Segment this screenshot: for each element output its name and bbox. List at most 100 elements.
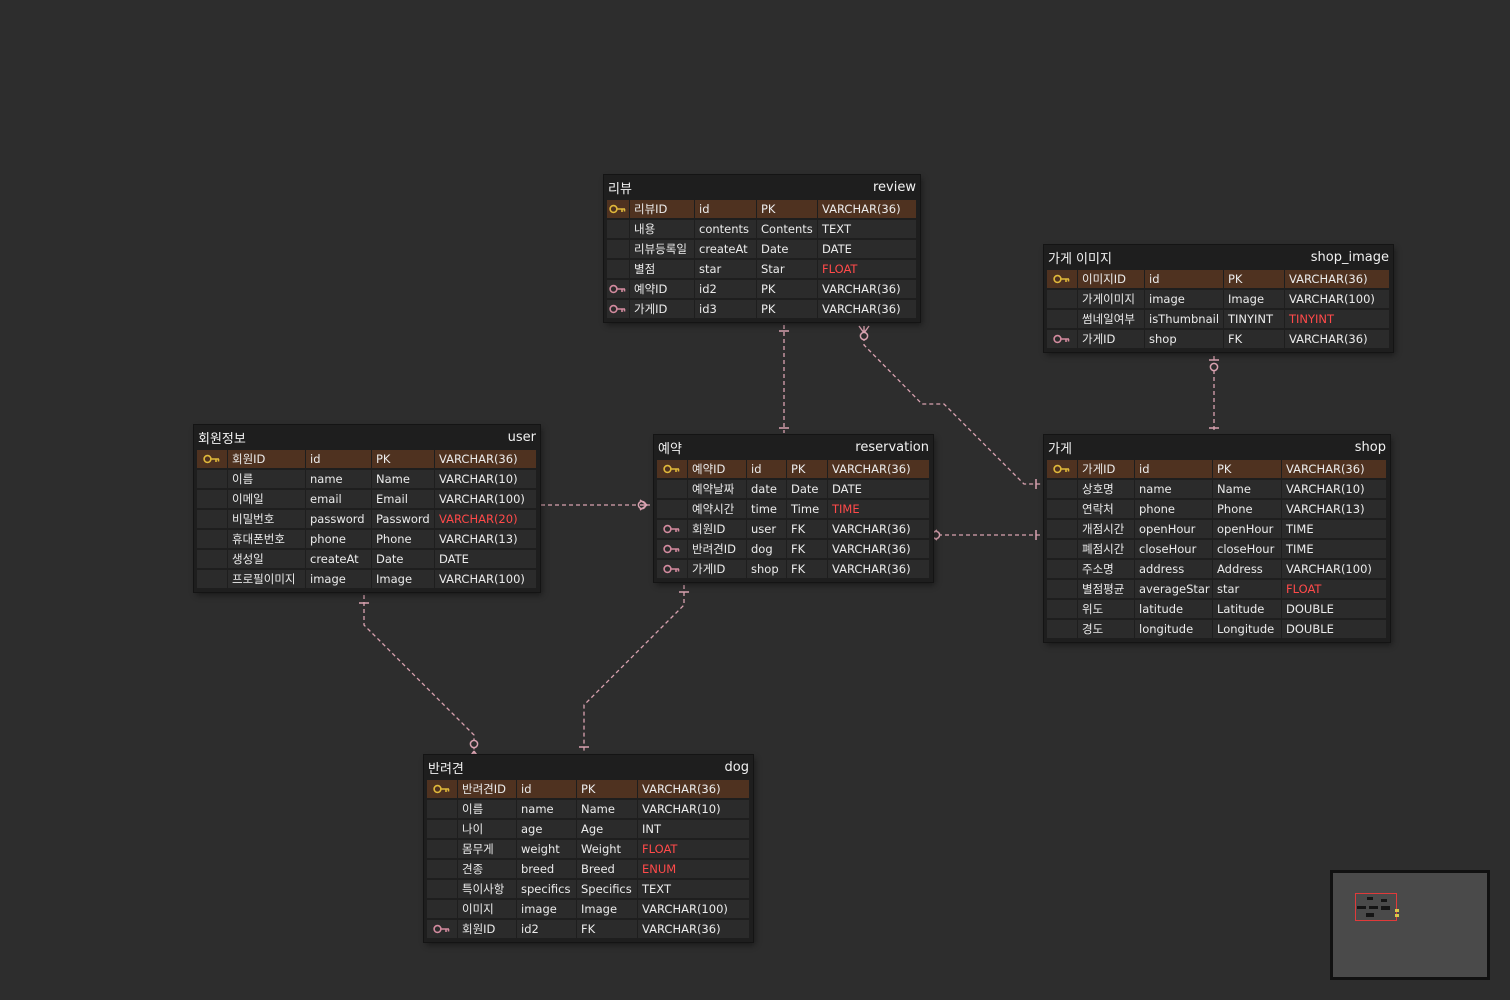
column-domain[interactable]: Image [1224, 290, 1284, 308]
column-data-type[interactable]: FLOAT [1282, 580, 1386, 598]
column-physical-name[interactable]: time [747, 500, 786, 518]
column-physical-name[interactable]: name [306, 470, 371, 488]
column-domain[interactable]: openHour [1213, 520, 1281, 538]
column-domain[interactable]: Date [757, 240, 817, 258]
column-physical-name[interactable]: id [747, 460, 786, 478]
column-domain[interactable]: Image [577, 900, 637, 918]
column-logical-name[interactable]: 반려견ID [688, 540, 746, 558]
column-physical-name[interactable]: image [1145, 290, 1223, 308]
column-domain[interactable]: FK [787, 560, 827, 578]
column-physical-name[interactable]: id [306, 450, 371, 468]
column-physical-name[interactable]: id [1135, 460, 1212, 478]
column-physical-name[interactable]: specifics [517, 880, 576, 898]
column-domain[interactable]: PK [372, 450, 434, 468]
column-domain[interactable]: Name [372, 470, 434, 488]
column-physical-name[interactable]: age [517, 820, 576, 838]
column-domain[interactable]: FK [787, 520, 827, 538]
column-data-type[interactable]: INT [638, 820, 749, 838]
column-physical-name[interactable]: date [747, 480, 786, 498]
column-logical-name[interactable]: 예약ID [630, 280, 694, 298]
column-physical-name[interactable]: id2 [695, 280, 756, 298]
column-data-type[interactable]: FLOAT [818, 260, 916, 278]
column-data-type[interactable]: VARCHAR(10) [435, 470, 536, 488]
column-data-type[interactable]: VARCHAR(13) [1282, 500, 1386, 518]
column-logical-name[interactable]: 예약ID [688, 460, 746, 478]
column-logical-name[interactable]: 이미지 [458, 900, 516, 918]
column-domain[interactable]: TINYINT [1224, 310, 1284, 328]
column-domain[interactable]: Name [577, 800, 637, 818]
column-physical-name[interactable]: shop [1145, 330, 1223, 348]
column-data-type[interactable]: VARCHAR(20) [435, 510, 536, 528]
column-domain[interactable]: PK [577, 780, 637, 798]
column-physical-name[interactable]: openHour [1135, 520, 1212, 538]
column-data-type[interactable]: FLOAT [638, 840, 749, 858]
column-logical-name[interactable]: 가게ID [630, 300, 694, 318]
column-physical-name[interactable]: id2 [517, 920, 576, 938]
column-data-type[interactable]: VARCHAR(36) [818, 300, 916, 318]
column-domain[interactable]: Name [1213, 480, 1281, 498]
column-logical-name[interactable]: 생성일 [228, 550, 305, 568]
column-data-type[interactable]: VARCHAR(36) [828, 540, 929, 558]
column-logical-name[interactable]: 견종 [458, 860, 516, 878]
column-data-type[interactable]: VARCHAR(10) [1282, 480, 1386, 498]
column-logical-name[interactable]: 가게ID [688, 560, 746, 578]
column-domain[interactable]: PK [757, 200, 817, 218]
column-logical-name[interactable]: 폐점시간 [1078, 540, 1134, 558]
column-physical-name[interactable]: longitude [1135, 620, 1212, 638]
column-domain[interactable]: Latitude [1213, 600, 1281, 618]
column-physical-name[interactable]: id3 [695, 300, 756, 318]
column-data-type[interactable]: VARCHAR(36) [1285, 270, 1389, 288]
column-domain[interactable]: Specifics [577, 880, 637, 898]
column-physical-name[interactable]: image [517, 900, 576, 918]
column-logical-name[interactable]: 가게ID [1078, 330, 1144, 348]
column-logical-name[interactable]: 이미지ID [1078, 270, 1144, 288]
column-logical-name[interactable]: 이메일 [228, 490, 305, 508]
column-domain[interactable]: FK [577, 920, 637, 938]
column-logical-name[interactable]: 썸네일여부 [1078, 310, 1144, 328]
column-logical-name[interactable]: 이름 [458, 800, 516, 818]
column-domain[interactable]: PK [1224, 270, 1284, 288]
column-logical-name[interactable]: 별점 [630, 260, 694, 278]
column-data-type[interactable]: DOUBLE [1282, 600, 1386, 618]
column-logical-name[interactable]: 이름 [228, 470, 305, 488]
column-logical-name[interactable]: 반려견ID [458, 780, 516, 798]
column-data-type[interactable]: VARCHAR(10) [638, 800, 749, 818]
column-data-type[interactable]: DATE [435, 550, 536, 568]
column-logical-name[interactable]: 회원ID [228, 450, 305, 468]
column-physical-name[interactable]: user [747, 520, 786, 538]
column-physical-name[interactable]: image [306, 570, 371, 588]
column-data-type[interactable]: VARCHAR(36) [435, 450, 536, 468]
column-physical-name[interactable]: createAt [695, 240, 756, 258]
column-physical-name[interactable]: star [695, 260, 756, 278]
column-physical-name[interactable]: address [1135, 560, 1212, 578]
column-physical-name[interactable]: shop [747, 560, 786, 578]
column-domain[interactable]: star [1213, 580, 1281, 598]
column-physical-name[interactable]: password [306, 510, 371, 528]
column-data-type[interactable]: ENUM [638, 860, 749, 878]
column-physical-name[interactable]: contents [695, 220, 756, 238]
column-physical-name[interactable]: email [306, 490, 371, 508]
column-data-type[interactable]: TINYINT [1285, 310, 1389, 328]
